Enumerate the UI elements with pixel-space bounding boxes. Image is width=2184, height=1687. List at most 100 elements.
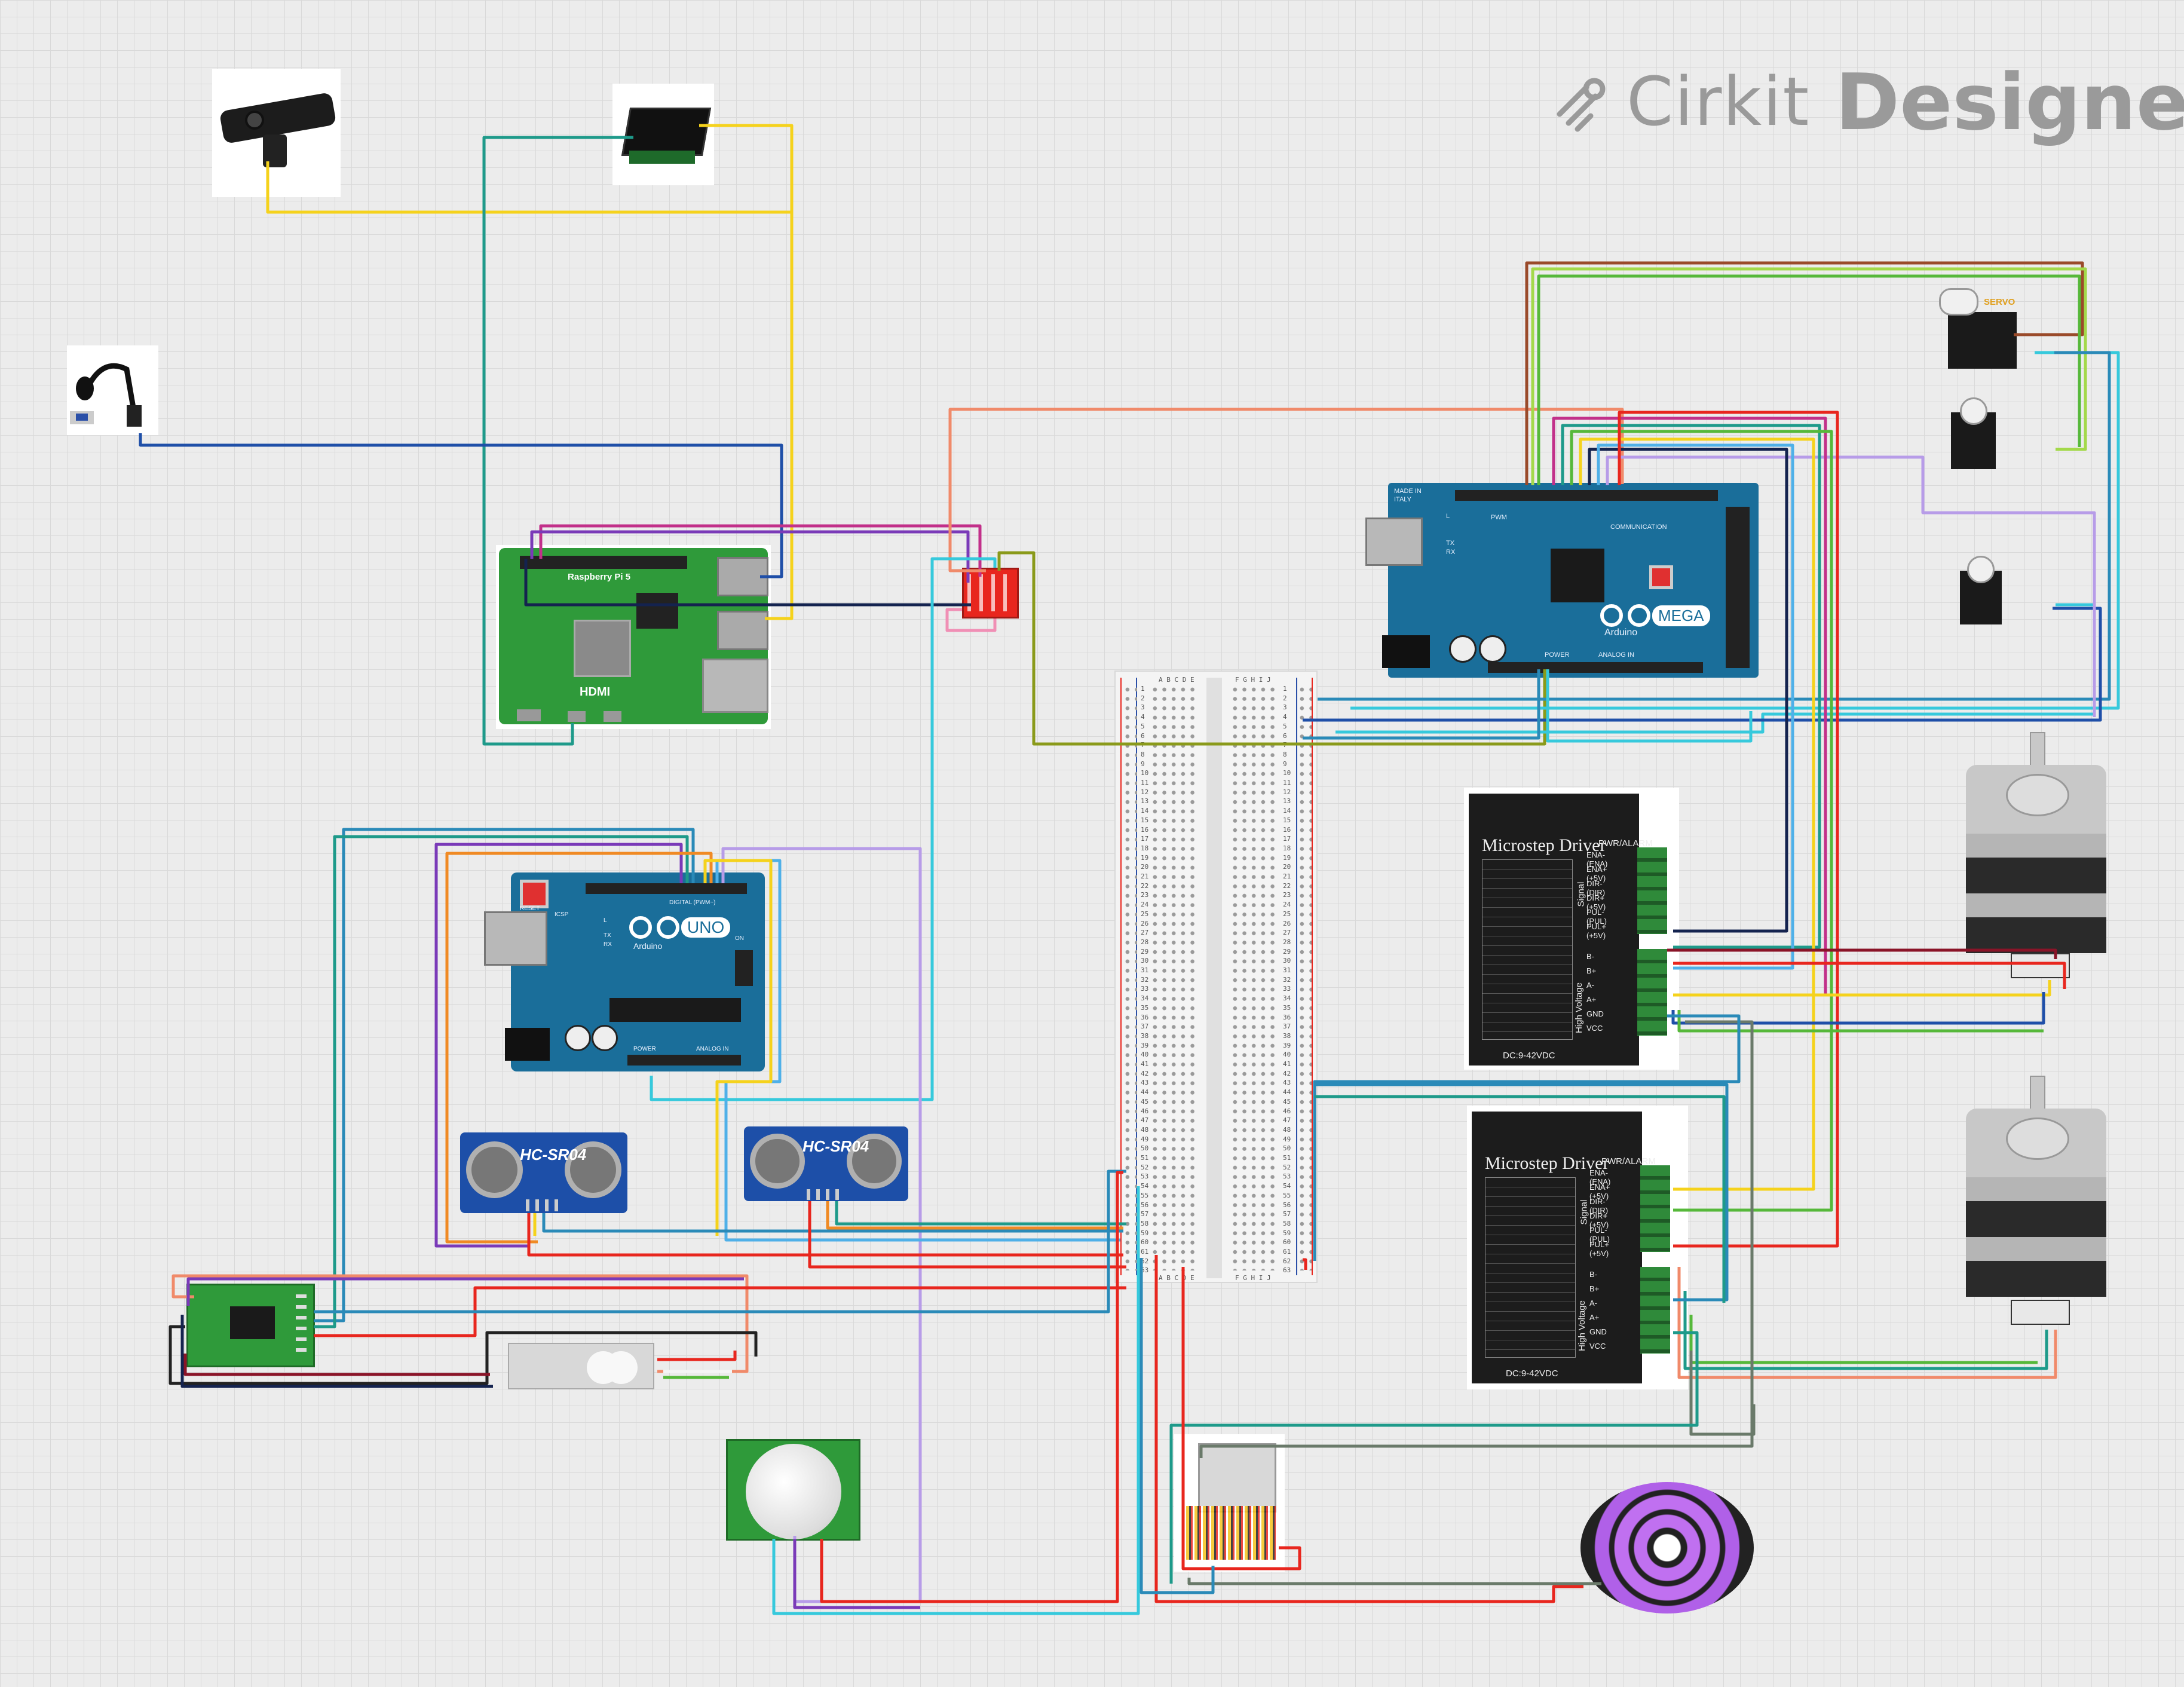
mega-analog-label: ANALOG IN — [1598, 651, 1634, 659]
bb-row-number: 26 — [1141, 919, 1149, 927]
pir-motion-sensor[interactable] — [726, 1439, 860, 1541]
bb-row-number: 19 — [1141, 853, 1149, 862]
driver-top-signal-terminals[interactable] — [1637, 847, 1667, 934]
arduino-uno[interactable]: UNO Arduino RESET ICSP DIGITAL (PWM~) PO… — [484, 872, 768, 1073]
rpi-board-label: Raspberry Pi 5 — [568, 572, 631, 582]
mega-capacitor-2 — [1479, 635, 1506, 663]
bb-row-number: 62 — [1283, 1257, 1291, 1265]
mega-reset-button[interactable] — [1649, 565, 1673, 589]
bb-row-number: 41 — [1283, 1060, 1291, 1068]
microstep-driver-top[interactable]: Microstep Driver PWR/ALARM DC:9-42VDC Si… — [1464, 788, 1679, 1070]
camera-module[interactable] — [212, 69, 341, 197]
bb-row-number: 12 — [1283, 788, 1291, 796]
driver-pin-label: GND — [1589, 1327, 1607, 1336]
bb-row-number: 2 — [1283, 694, 1287, 702]
bb-row-number: 47 — [1141, 1116, 1149, 1125]
wire-driver1-yellow-stepper[interactable] — [1673, 980, 2051, 997]
hx711-amplifier[interactable] — [186, 1284, 315, 1367]
led-strip-reel[interactable] — [1577, 1479, 1757, 1616]
bb-row-number: 45 — [1141, 1097, 1149, 1106]
uno-digital-header — [586, 883, 747, 894]
micro-servo-1-horn — [1960, 397, 1987, 425]
usb-microphone[interactable] — [67, 345, 158, 435]
power-supply-unit[interactable] — [1174, 1434, 1285, 1572]
uno-tx-label: TX — [604, 932, 611, 939]
hx711-pins — [296, 1294, 307, 1357]
driver-top-power-terminals[interactable] — [1637, 949, 1667, 1036]
driver-bottom-power-terminals[interactable] — [1640, 1267, 1670, 1354]
wire-mega-power-steel[interactable] — [1303, 669, 1540, 740]
bb-row-number: 37 — [1283, 1022, 1291, 1031]
lcd-display[interactable] — [612, 84, 714, 185]
wire-mega-power-cyan[interactable] — [1546, 669, 1753, 743]
bb-row-number: 7 — [1141, 741, 1145, 749]
uno-rx-label: RX — [604, 941, 612, 948]
driver-bottom-signal-terminals[interactable] — [1640, 1165, 1670, 1252]
bb-row-number: 47 — [1283, 1116, 1291, 1125]
mega-capacitor-1 — [1449, 635, 1477, 663]
uno-usb-port — [484, 911, 547, 966]
wire-us-left-red[interactable] — [527, 1213, 1123, 1257]
cirkit-designer-logo: Cirkit Designer — [1554, 57, 2184, 148]
load-cell-hole-2 — [605, 1351, 638, 1384]
uno-l-label: L — [604, 917, 607, 924]
led-strip-outer — [1580, 1482, 1754, 1613]
micro-servo-1[interactable] — [1945, 394, 2017, 475]
breadboard[interactable]: A B C D E F G H I J A B C D E F G H I J … — [1114, 670, 1318, 1283]
uno-on-label: ON — [735, 935, 744, 942]
mega-made-in-label: MADE IN — [1394, 488, 1422, 495]
load-cell[interactable] — [508, 1343, 654, 1389]
brand-name-designer: Designer — [1835, 57, 2184, 148]
raspberry-pi-5[interactable]: Raspberry Pi 5 HDMI — [496, 545, 771, 729]
driver-pin-label: B- — [1586, 952, 1594, 961]
bb-row-number: 58 — [1141, 1219, 1149, 1227]
driver-top-hv-label: High Voltage — [1574, 982, 1585, 1034]
rpi-usb-c-port — [517, 709, 541, 721]
bb-row-number: 34 — [1141, 994, 1149, 1003]
bb-row-number: 11 — [1283, 779, 1291, 786]
ultrasonic-sensor-left[interactable]: HC-SR04 — [460, 1132, 627, 1213]
stepper-top-shaft — [2030, 732, 2045, 770]
bb-row-number: 14 — [1141, 807, 1149, 815]
bb-row-number: 24 — [1141, 901, 1149, 909]
arduino-mega[interactable]: MEGA Arduino MADE IN ITALY PWM COMMUNICA… — [1365, 483, 1760, 679]
servo-large-body — [1948, 312, 2017, 369]
wire-driver1-green-stepper[interactable] — [1677, 1010, 2044, 1033]
bb-row-number: 51 — [1283, 1154, 1291, 1162]
wire-led-gray[interactable] — [1187, 1578, 1601, 1585]
wire-us-right-orange[interactable] — [826, 1201, 1123, 1230]
wire-us-left-steel[interactable] — [542, 1213, 1123, 1233]
uno-icsp-header — [735, 950, 753, 986]
uno-capacitor-2 — [592, 1025, 618, 1051]
wire-pir-teal[interactable] — [772, 1186, 1140, 1615]
stepper-bottom-hub — [2006, 1117, 2069, 1160]
wire-hx-steel[interactable] — [314, 1169, 1126, 1314]
driver-pin-label: A+ — [1586, 995, 1597, 1004]
driver-bottom-table — [1485, 1177, 1576, 1358]
wire-us-right-teal[interactable] — [835, 1201, 1126, 1226]
wire-driver2-gray[interactable] — [1689, 1351, 1756, 1436]
driver-bottom-hv-label: High Voltage — [1577, 1300, 1588, 1352]
servo-motor-large[interactable]: SERVO — [1936, 282, 2026, 371]
wire-loadcell-red[interactable] — [657, 1351, 737, 1361]
uno-reset-button[interactable] — [520, 880, 549, 908]
rpi-hdmi-label: HDMI — [580, 685, 611, 699]
wire-driver1-blue-stepper[interactable] — [1671, 992, 2045, 1025]
rpi-micro-hdmi-1 — [568, 711, 586, 722]
wire-hx-red[interactable] — [314, 1286, 1126, 1337]
micro-servo-2[interactable] — [1954, 553, 2020, 630]
stepper-motor-bottom[interactable] — [1957, 1076, 2115, 1330]
rpi-ram — [636, 593, 678, 629]
bb-row-number: 30 — [1283, 957, 1291, 965]
microstep-driver-bottom[interactable]: Microstep Driver PWR/ALARM DC:9-42VDC Si… — [1467, 1106, 1688, 1389]
logic-level-converter[interactable] — [962, 568, 1019, 619]
ultrasonic-sensor-right[interactable]: HC-SR04 — [744, 1126, 908, 1201]
wire-us-right-red[interactable] — [808, 1201, 1126, 1269]
uno-power-label: POWER — [633, 1046, 656, 1052]
wire-pir-purple[interactable] — [793, 1539, 920, 1609]
driver-pin-label: B- — [1589, 1270, 1597, 1279]
driver-pin-label: A- — [1589, 1299, 1597, 1308]
stepper-motor-top[interactable] — [1957, 732, 2115, 980]
wire-pir-red[interactable] — [820, 1171, 1123, 1603]
bb-row-number: 21 — [1141, 872, 1149, 880]
